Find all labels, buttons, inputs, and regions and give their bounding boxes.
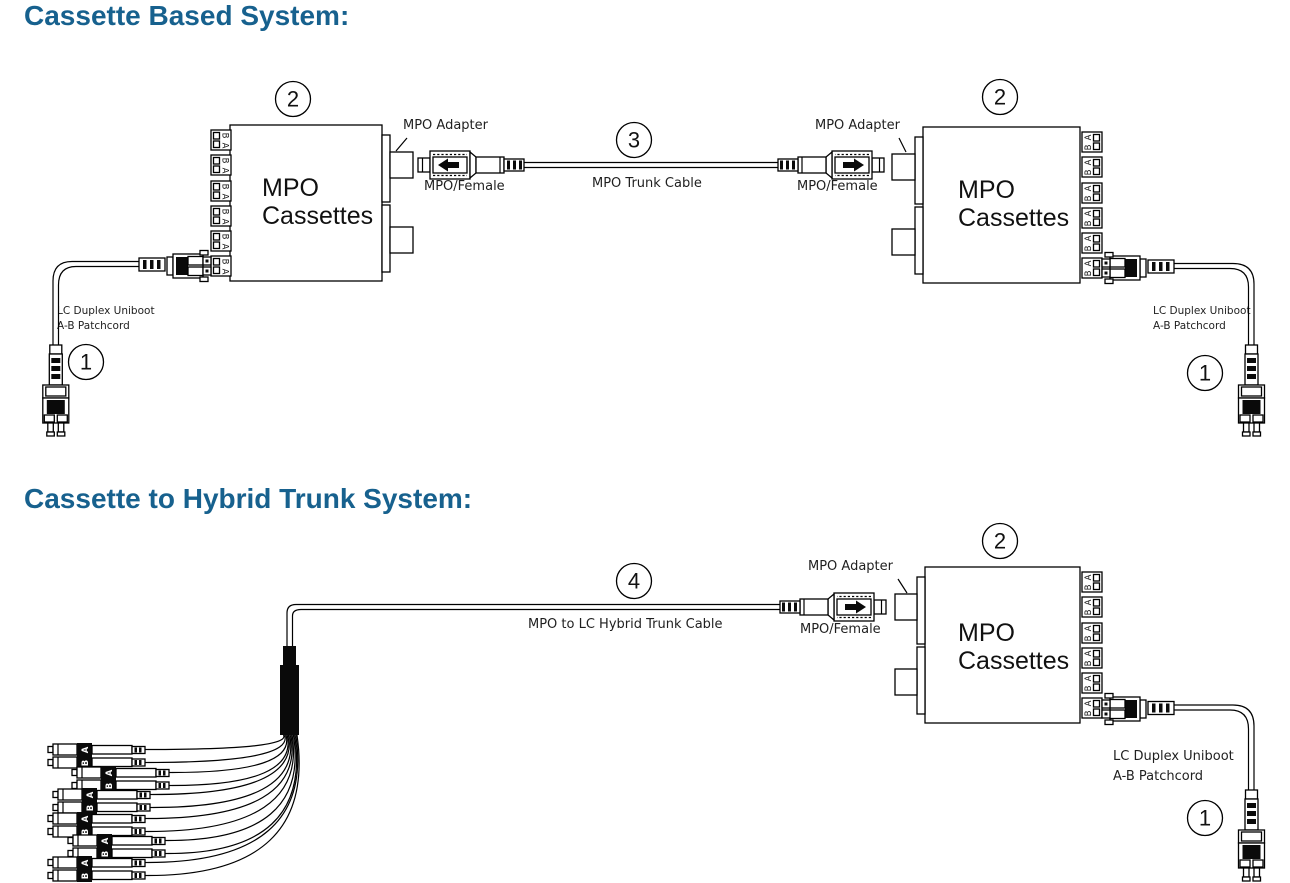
- mpo-adapter-leader-left: [395, 137, 408, 152]
- lc-connector-bottom: [1101, 692, 1147, 726]
- svg-text:2: 2: [994, 85, 1006, 110]
- callout-4: 4: [615, 562, 653, 600]
- strain-relief: [138, 257, 166, 272]
- mpo-female-label-right: MPO/Female: [797, 179, 878, 194]
- cassette-text-line1: MPO: [958, 176, 1015, 204]
- mpo-adapter-label-bottom: MPO Adapter: [808, 559, 893, 574]
- section2-linework: MPO Cassettes: [47, 566, 1266, 883]
- patchcord-label-line2: A-B Patchcord: [57, 320, 130, 332]
- strain-relief: [1147, 700, 1175, 716]
- cassette-text-line2: Cassettes: [262, 202, 373, 230]
- mpo-trunk-cable: [524, 161, 778, 169]
- patchcord-label-line2: A-B Patchcord: [1153, 320, 1226, 332]
- mpo-cassette-bottom: MPO Cassettes: [894, 566, 1103, 724]
- patchcord-label-line1: LC Duplex Uniboot: [1113, 749, 1234, 764]
- lc-connector-left: [166, 249, 212, 283]
- callouts: 2 2 3 1 1 4 2: [67, 78, 1224, 837]
- mpo-female-label-left: MPO/Female: [424, 179, 505, 194]
- patchcord-cable-right: [1174, 262, 1255, 345]
- patchcord-label-left: LC Duplex Uniboot A-B Patchcord: [57, 304, 155, 334]
- callout-3: 3: [615, 121, 653, 159]
- patchcord-label-right: LC Duplex Uniboot A-B Patchcord: [1153, 304, 1251, 334]
- lc-uniboot-connector-left: [42, 344, 70, 437]
- mpo-cassette-top-left: MPO Cassettes: [210, 124, 414, 282]
- hybrid-trunk-cable: [286, 603, 780, 647]
- mpo-adapter-label-right: MPO Adapter: [815, 118, 900, 133]
- mpo-adapter-port: [389, 226, 414, 254]
- cassette-text-line2: Cassettes: [958, 204, 1069, 232]
- callout-1: 1: [1186, 799, 1224, 837]
- cassette-text-line1: MPO: [958, 619, 1015, 647]
- patchcord-label-line2: A-B Patchcord: [1113, 769, 1204, 784]
- mpo-female-connector-left: [417, 150, 525, 180]
- mpo-female-connector-right: [777, 150, 885, 180]
- patchcord-label-line1: LC Duplex Uniboot: [57, 305, 155, 317]
- hybrid-trunk-cable-label: MPO to LC Hybrid Trunk Cable: [528, 617, 723, 632]
- mpo-trunk-cable-label: MPO Trunk Cable: [592, 176, 702, 191]
- mpo-cassette-top-right: MPO Cassettes: [891, 126, 1103, 284]
- mpo-adapter-port: [894, 593, 918, 621]
- lc-uniboot-connector-bottom: [1237, 789, 1266, 882]
- callout-2: 2: [274, 80, 312, 118]
- cassette-text-line2: Cassettes: [958, 647, 1069, 675]
- furcation-sleeve: [280, 646, 299, 735]
- mpo-adapter-leader-right: [898, 137, 907, 153]
- section2-title: Cassette to Hybrid Trunk System:: [24, 483, 473, 514]
- mpo-adapter-port: [891, 153, 916, 181]
- patchcord-label-bottom: LC Duplex Uniboot A-B Patchcord: [1113, 747, 1234, 787]
- cassette-text-line1: MPO: [262, 174, 319, 202]
- svg-text:2: 2: [994, 529, 1006, 554]
- mpo-female-connector-bottom: [779, 592, 887, 622]
- mpo-adapter-port: [894, 668, 918, 696]
- callout-1: 1: [1186, 354, 1224, 392]
- patchcord-label-line1: LC Duplex Uniboot: [1153, 305, 1251, 317]
- svg-text:1: 1: [1199, 361, 1211, 386]
- svg-text:1: 1: [80, 350, 92, 375]
- mpo-female-label-bottom: MPO/Female: [800, 622, 881, 637]
- lc-uniboot-connector-right: [1237, 344, 1266, 437]
- svg-text:4: 4: [628, 569, 640, 594]
- callout-1: 1: [67, 343, 105, 381]
- callout-2: 2: [981, 522, 1019, 560]
- callout-2: 2: [981, 78, 1019, 116]
- svg-text:1: 1: [1199, 806, 1211, 831]
- fanout-fibres: [147, 734, 300, 877]
- lc-connector-right: [1101, 251, 1147, 285]
- mpo-adapter-port: [891, 228, 916, 256]
- fanout-connectors: [47, 742, 173, 883]
- mpo-adapter-label-left: MPO Adapter: [403, 118, 488, 133]
- section1-title: Cassette Based System:: [24, 0, 350, 31]
- svg-text:2: 2: [287, 87, 299, 112]
- mpo-adapter-port: [389, 151, 414, 179]
- mpo-adapter-leader-bottom: [897, 578, 908, 594]
- svg-text:3: 3: [628, 128, 640, 153]
- patchcord-cable-bottom: [1174, 704, 1255, 790]
- section1-linework: MPO Cassettes MPO Cassettes: [42, 124, 1266, 437]
- strain-relief: [1147, 259, 1175, 274]
- patchcord-cable-left: [52, 260, 139, 345]
